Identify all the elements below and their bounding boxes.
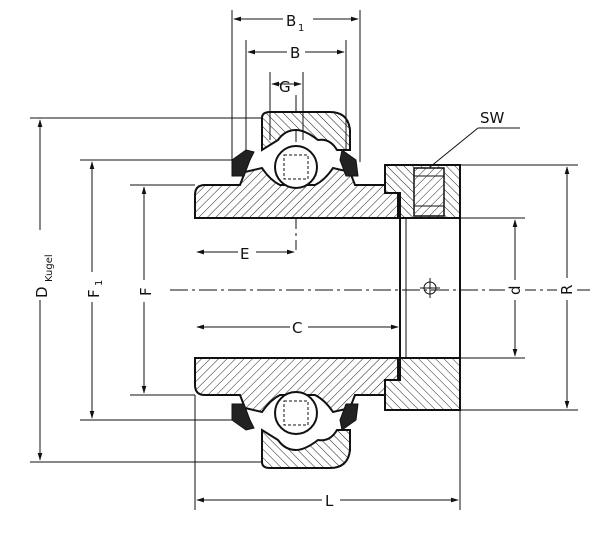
outer-ring-bottom — [261, 428, 351, 469]
label-l: L — [325, 492, 334, 510]
ball-top — [274, 145, 318, 189]
label-f1-sub: 1 — [94, 280, 105, 286]
seal-right-bottom — [339, 403, 359, 431]
label-f1: F — [85, 289, 103, 298]
label-sw: SW — [480, 109, 505, 127]
label-d-kugel-sub: Kugel — [44, 254, 55, 282]
label-e: E — [240, 245, 249, 263]
label-b1-sub: 1 — [298, 23, 304, 34]
label-c: C — [292, 319, 302, 337]
set-screw — [413, 167, 445, 217]
sw-leader — [429, 127, 479, 168]
label-f: F — [137, 287, 155, 296]
label-d: d — [506, 285, 524, 295]
label-b: B — [290, 44, 300, 62]
label-b1: B — [286, 12, 296, 30]
seal-right-top — [339, 149, 359, 177]
label-d-kugel: D — [33, 286, 51, 298]
label-g: G — [279, 78, 291, 96]
seal-left-bottom — [231, 403, 255, 431]
outer-ring-top — [261, 111, 351, 152]
ball-bottom — [274, 391, 318, 435]
label-r: R — [558, 285, 576, 295]
